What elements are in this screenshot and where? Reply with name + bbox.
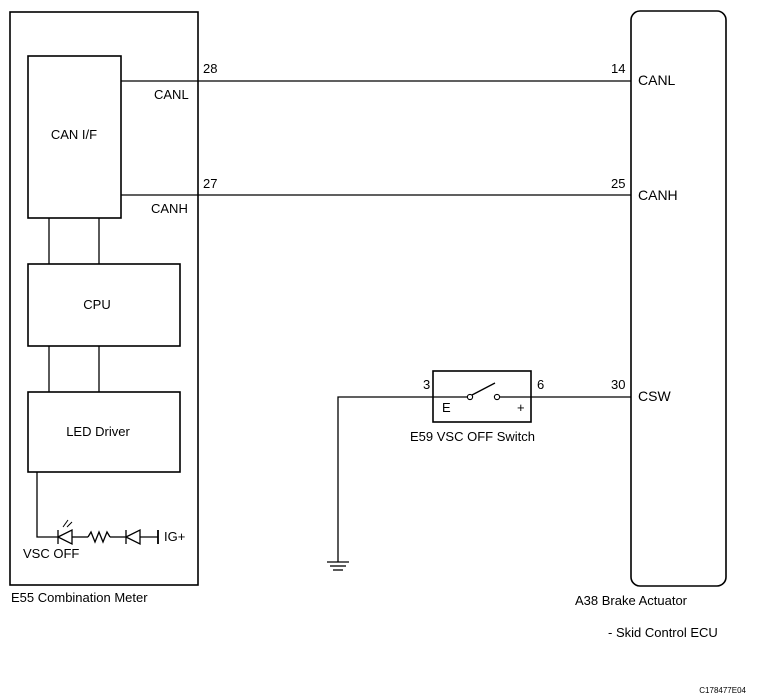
canh-meter-signal: CANH [151, 201, 188, 216]
canl-meter-signal: CANL [154, 87, 189, 102]
canh-meter-pin: 27 [203, 176, 217, 191]
led-driver-block [27, 391, 181, 473]
vsc-off-led-label: VSC OFF [23, 546, 79, 561]
ground-icon [327, 561, 349, 571]
combination-meter-label: E55 Combination Meter [11, 590, 148, 605]
switch-lever-icon [471, 382, 496, 396]
switch-pin-plus: + [517, 400, 525, 415]
canh-actuator-pin: 25 [611, 176, 625, 191]
switch-contact-left [466, 393, 474, 401]
csw-actuator-pin: 30 [611, 377, 625, 392]
switch-pin-e: E [442, 400, 451, 415]
resistor-icon [87, 530, 111, 544]
switch-pin-6: 6 [537, 377, 544, 392]
led-driver-output-wire [36, 472, 58, 538]
brake-actuator-box [630, 10, 727, 587]
switch-pin-3: 3 [423, 377, 430, 392]
canh-actuator-signal: CANH [638, 187, 678, 203]
cpu-block [27, 263, 181, 347]
csw-actuator-signal: CSW [638, 388, 671, 404]
can-if-block [27, 55, 122, 219]
cpu-label: CPU [83, 297, 110, 312]
ig-plus-label: IG+ [164, 529, 185, 544]
led-driver-label: LED Driver [66, 424, 130, 439]
vsc-off-switch-label: E59 VSC OFF Switch [410, 429, 535, 444]
switch-ground-wire [337, 396, 433, 562]
light-emission-icon [62, 519, 73, 528]
canl-meter-pin: 28 [203, 61, 217, 76]
brake-actuator-label: A38 Brake Actuator [575, 593, 688, 608]
skid-control-ecu-label: - Skid Control ECU [608, 625, 718, 640]
can-if-label: CAN I/F [51, 127, 97, 142]
switch-contact-right [493, 393, 501, 401]
canl-actuator-signal: CANL [638, 72, 676, 88]
canl-actuator-pin: 14 [611, 61, 625, 76]
figure-code: C178477E04 [699, 686, 746, 695]
